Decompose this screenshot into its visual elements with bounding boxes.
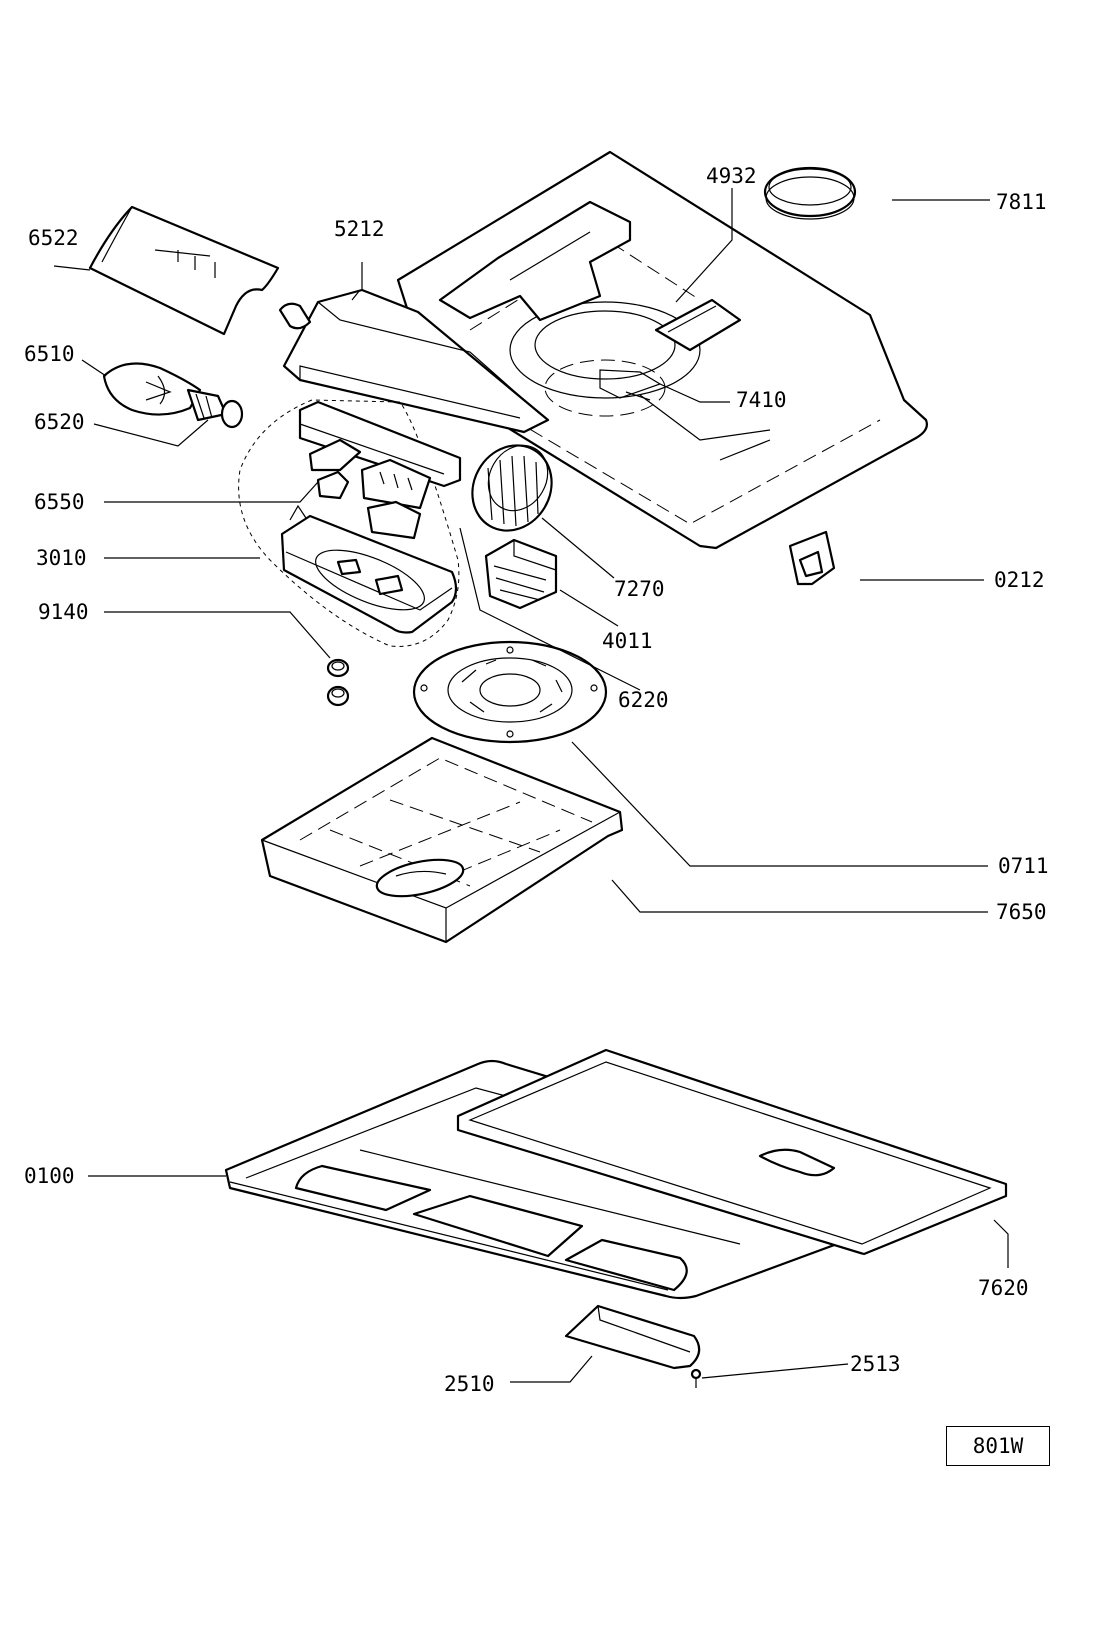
part-6220 (412, 640, 608, 744)
callout-7620: 7620 (978, 1276, 1029, 1300)
part-4932 (438, 200, 742, 352)
drawing-code-box: 801W (946, 1426, 1050, 1466)
part-9140 (326, 658, 350, 707)
callout-6220: 6220 (618, 688, 669, 712)
drawing-code: 801W (972, 1434, 1024, 1458)
part-6522 (88, 205, 280, 336)
callout-6520: 6520 (34, 410, 85, 434)
part-0212 (788, 530, 836, 586)
part-7410 (599, 369, 662, 401)
part-6510 (102, 362, 202, 416)
part-7650 (260, 736, 624, 944)
callout-6522: 6522 (28, 226, 79, 250)
callout-7650: 7650 (996, 900, 1047, 924)
callout-4011: 4011 (602, 629, 653, 653)
callout-2510: 2510 (444, 1372, 495, 1396)
callout-2513: 2513 (850, 1352, 901, 1376)
leader-lines (53, 188, 1009, 1383)
callout-6510: 6510 (24, 342, 75, 366)
callout-6550: 6550 (34, 490, 85, 514)
callout-7270: 7270 (614, 577, 665, 601)
part-4011 (484, 538, 558, 610)
part-7620 (456, 1048, 1008, 1256)
part-7811 (763, 166, 857, 220)
callout-9140: 9140 (38, 600, 89, 624)
part-5212 (278, 288, 550, 434)
callout-0100: 0100 (24, 1164, 75, 1188)
part-3010 (280, 504, 458, 634)
part-2510 (564, 1304, 701, 1370)
part-2513 (690, 1368, 702, 1388)
callout-7410: 7410 (736, 388, 787, 412)
callout-3010: 3010 (36, 546, 87, 570)
part-6520 (186, 388, 244, 429)
callout-4932: 4932 (706, 164, 757, 188)
callout-5212: 5212 (334, 217, 385, 241)
callout-0711: 0711 (998, 854, 1049, 878)
callout-labels: 6522 5212 4932 7811 6510 6520 7410 6550 … (24, 164, 1049, 1396)
callout-0212: 0212 (994, 568, 1045, 592)
part-7270 (471, 444, 553, 532)
callout-7811: 7811 (996, 190, 1047, 214)
switch-group-outline (238, 399, 460, 647)
part-6550 (298, 400, 462, 540)
